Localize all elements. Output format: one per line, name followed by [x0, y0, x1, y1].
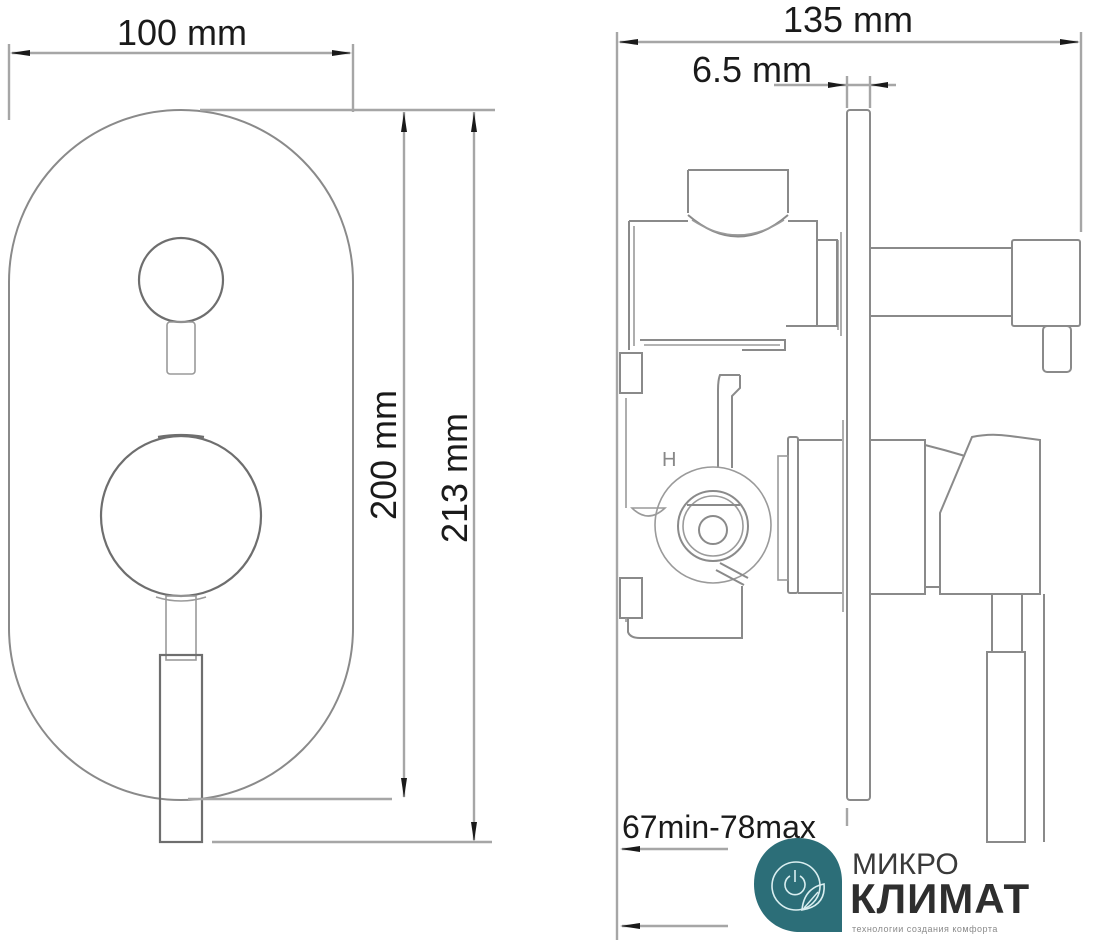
- valve-bracket: H: [619, 339, 786, 508]
- diverter-knob: [137, 236, 225, 375]
- dimension-install-depth: 67min-78max: [620, 808, 849, 929]
- cartridge-housing: [630, 466, 772, 586]
- wall-plate-side: [846, 109, 871, 801]
- valve-body-upper: [628, 169, 838, 350]
- brand-name-top: МИКРО: [852, 848, 959, 881]
- valve-bracket-lower: [619, 577, 743, 639]
- cover-plate: [8, 109, 354, 801]
- brand-name-main: КЛИМАТ: [850, 875, 1031, 922]
- front-view: 100 mm 200 mm: [7, 12, 495, 844]
- handle-side: [869, 433, 1045, 843]
- dimension-depth-label: 135 mm: [783, 0, 913, 40]
- spout: [870, 239, 1081, 373]
- dimension-plate-thickness: 6.5 mm: [692, 49, 896, 108]
- mixer-handle: [99, 433, 263, 844]
- watermark-logo: МИКРО КЛИМАТ технологии создания комфорт…: [752, 836, 1100, 946]
- brand-tagline: технологии создания комфорта: [852, 924, 998, 934]
- dimension-install-depth-label: 67min-78max: [622, 809, 816, 845]
- dimension-depth: 135 mm: [615, 0, 1083, 940]
- side-view: 135 mm 6.5 mm: [615, 0, 1083, 940]
- valve-marking: H: [662, 449, 676, 471]
- dimension-overall-height-label: 213 mm: [434, 413, 475, 543]
- dimension-width: 100 mm: [7, 12, 355, 120]
- dimension-width-label: 100 mm: [117, 12, 247, 53]
- dimension-plate-height-label: 200 mm: [363, 390, 404, 520]
- brand-badge-icon: [754, 838, 842, 932]
- mixer-flange: [777, 420, 844, 612]
- dimension-plate-height: 200 mm: [188, 108, 495, 801]
- dimension-overall-height: 213 mm: [212, 112, 492, 844]
- dimension-plate-thickness-label: 6.5 mm: [692, 49, 812, 90]
